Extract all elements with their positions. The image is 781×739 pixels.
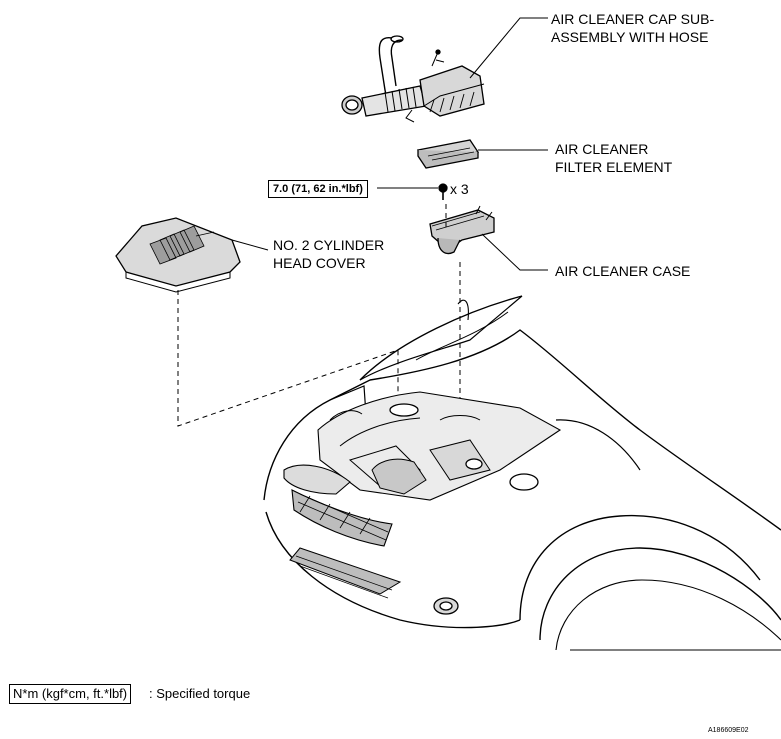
label-cap-line2: ASSEMBLY WITH HOSE (551, 29, 709, 45)
label-filter-line1: AIR CLEANER (555, 141, 649, 157)
vehicle-front (263, 295, 781, 651)
label-cap-line1: AIR CLEANER CAP SUB- (551, 11, 715, 27)
label-cover-line2: HEAD COVER (273, 255, 366, 271)
label-cover-line1: NO. 2 CYLINDER (273, 237, 385, 253)
label-filter-line2: FILTER ELEMENT (555, 159, 673, 175)
air-cleaner-filter-element (416, 139, 480, 169)
leader-cap (469, 17, 548, 79)
bolt-quantity: x 3 (450, 181, 469, 197)
figure-code: A186609E02 (708, 727, 749, 734)
leader-case (481, 233, 548, 271)
leader-cover (231, 239, 269, 251)
torque-spec-box: 7.0 (71, 62 in.*lbf) (268, 180, 368, 198)
air-cleaner-case (429, 205, 495, 255)
legend-units-box: N*m (kgf*cm, ft.*lbf) (9, 684, 132, 704)
label-case: AIR CLEANER CASE (555, 263, 691, 279)
legend-description: : Specified torque (149, 686, 251, 701)
air-cleaner-cap-assembly (341, 35, 485, 123)
bolt-icon (377, 183, 448, 200)
cylinder-head-cover (115, 217, 241, 293)
